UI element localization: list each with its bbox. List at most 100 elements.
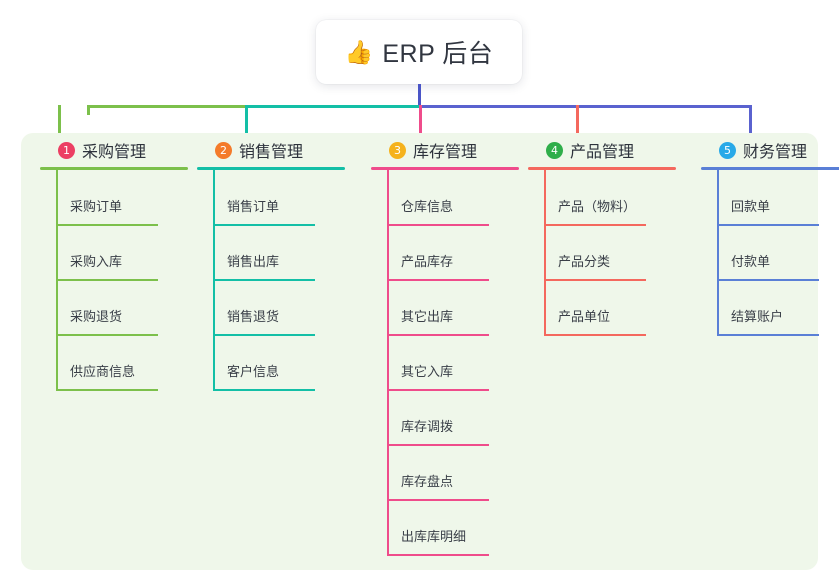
branch-header-2[interactable]: 2 销售管理 [197,133,347,167]
leaf-label: 销售退货 [227,309,280,324]
leaf-rule [544,279,646,281]
branch-column-5: 5 财务管理 回款单 付款单 结算账户 [701,133,839,336]
branch-header-1[interactable]: 1 采购管理 [40,133,190,167]
leaf-rule [387,389,489,391]
leaf-item[interactable]: 产品（物料） [528,170,678,226]
leaf-item[interactable]: 结算账户 [701,280,839,336]
leaf-rule [56,334,158,336]
leaf-label: 付款单 [731,254,771,269]
branch-column-2: 2 销售管理 销售订单 销售出库 销售退货 客户信息 [197,133,347,391]
mindmap-panel: 1 采购管理 采购订单 采购入库 采购退货 供应商信息 [21,133,839,570]
branch-badge-2: 2 [215,141,232,159]
leaf-label: 其它入库 [401,364,454,379]
branch-badge-5: 5 [719,141,736,159]
leaf-rule [717,279,819,281]
leaf-rule [213,279,315,281]
leaf-rule [717,224,819,226]
leaf-item[interactable]: 回款单 [701,170,839,226]
leaf-label: 供应商信息 [70,364,136,379]
branch-title-4: 产品管理 [570,144,635,161]
leaf-rule [387,279,489,281]
leaf-label: 销售订单 [227,199,280,214]
branch-drop-1 [58,105,61,145]
leaf-label: 回款单 [731,199,771,214]
leaf-rule [56,279,158,281]
leaf-rule [56,389,158,391]
branch-trunk-4 [544,170,546,335]
leaf-item[interactable]: 其它入库 [371,335,521,391]
leaf-rule [544,334,646,336]
leaf-label: 出库库明细 [401,529,467,544]
root-title: ERP 后台 [382,40,494,68]
leaf-label: 采购退货 [70,309,123,324]
branch-header-4[interactable]: 4 产品管理 [528,133,678,167]
branch-trunk-5 [717,170,719,335]
leaf-list-2: 销售订单 销售出库 销售退货 客户信息 [197,170,347,391]
leaf-rule [387,334,489,336]
branch-drop-4 [576,105,579,145]
branch-drop-5 [749,105,752,145]
leaf-item[interactable]: 供应商信息 [40,335,190,391]
leaf-rule [544,224,646,226]
leaf-list-1: 采购订单 采购入库 采购退货 供应商信息 [40,170,190,391]
leaf-label: 其它出库 [401,309,454,324]
leaf-item[interactable]: 销售退货 [197,280,347,336]
leaf-label: 产品（物料） [558,199,637,214]
leaf-item[interactable]: 产品单位 [528,280,678,336]
leaf-label: 库存盘点 [401,474,454,489]
leaf-list-5: 回款单 付款单 结算账户 [701,170,839,336]
leaf-item[interactable]: 出库库明细 [371,500,521,556]
leaf-label: 库存调拨 [401,419,454,434]
leaf-item[interactable]: 采购入库 [40,225,190,281]
leaf-item[interactable]: 采购订单 [40,170,190,226]
branch-drop-2 [245,105,248,145]
leaf-rule [213,224,315,226]
leaf-label: 客户信息 [227,364,280,379]
branch-drop-3 [419,105,422,145]
branch-header-rule-2 [197,167,345,170]
root-stem-connector [418,84,421,108]
leaf-rule [387,499,489,501]
branch-header-rule-3 [371,167,519,170]
leaf-item[interactable]: 付款单 [701,225,839,281]
branch-header-rule-4 [528,167,676,170]
leaf-item[interactable]: 产品库存 [371,225,521,281]
bus-segment-blue [419,105,752,108]
leaf-item[interactable]: 销售订单 [197,170,347,226]
branch-title-3: 库存管理 [413,144,478,161]
root-node[interactable]: 👍 ERP 后台 [316,20,522,84]
branch-title-5: 财务管理 [743,144,808,161]
leaf-item[interactable]: 客户信息 [197,335,347,391]
leaf-label: 产品单位 [558,309,611,324]
bus-segment-green [87,105,247,108]
leaf-label: 结算账户 [731,309,784,324]
leaf-rule [213,389,315,391]
bus-corner-left [87,105,90,115]
leaf-item[interactable]: 采购退货 [40,280,190,336]
leaf-label: 仓库信息 [401,199,454,214]
branch-header-5[interactable]: 5 财务管理 [701,133,839,167]
branch-column-3: 3 库存管理 仓库信息 产品库存 其它出库 其它入库 库存调拨 [371,133,521,556]
leaf-rule [56,224,158,226]
branch-badge-1: 1 [58,141,75,159]
leaf-item[interactable]: 产品分类 [528,225,678,281]
branch-badge-3: 3 [389,141,406,159]
leaf-label: 产品库存 [401,254,454,269]
leaf-item[interactable]: 销售出库 [197,225,347,281]
leaf-item[interactable]: 库存调拨 [371,390,521,446]
leaf-item[interactable]: 仓库信息 [371,170,521,226]
branch-title-2: 销售管理 [239,144,304,161]
leaf-label: 产品分类 [558,254,611,269]
branch-badge-4: 4 [546,141,563,159]
branch-column-1: 1 采购管理 采购订单 采购入库 采购退货 供应商信息 [40,133,190,391]
leaf-item[interactable]: 库存盘点 [371,445,521,501]
leaf-item[interactable]: 其它出库 [371,280,521,336]
branch-title-1: 采购管理 [82,144,147,161]
branch-header-3[interactable]: 3 库存管理 [371,133,521,167]
branch-trunk-3 [387,170,389,555]
branch-column-4: 4 产品管理 产品（物料） 产品分类 产品单位 [528,133,678,336]
leaf-rule [387,554,489,556]
leaf-label: 采购订单 [70,199,123,214]
bus-segment-teal [245,105,421,108]
leaf-rule [387,444,489,446]
